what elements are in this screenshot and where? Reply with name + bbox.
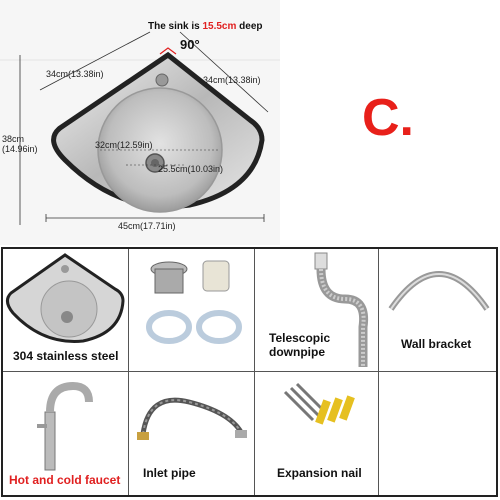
sink-icon	[6, 253, 125, 343]
depth-note: The sink is 15.5cm deep	[148, 21, 263, 32]
wall-bracket-icon	[388, 271, 490, 311]
downpipe-icon	[314, 252, 369, 367]
faucet-icon	[37, 381, 93, 471]
dim-inner-diameter: 25.5cm(10.03in)	[158, 164, 224, 174]
variant-label: C.	[362, 89, 414, 147]
drain-parts-icon	[146, 260, 242, 344]
angle-label: 90°	[180, 37, 200, 52]
dim-bowl-diameter: 32cm(12.59in)	[95, 140, 153, 150]
dim-width: 45cm(17.71in)	[118, 221, 176, 231]
item-wall-bracket: Wall bracket	[379, 249, 496, 372]
item-empty	[379, 372, 496, 495]
item-inlet-pipe: Inlet pipe	[129, 372, 255, 495]
dim-height-in: (14.96in)	[2, 144, 38, 154]
item-label: Wall bracket	[401, 337, 472, 351]
item-label: Hot and cold faucet	[9, 473, 121, 487]
expansion-nail-icon	[283, 382, 355, 425]
inlet-pipe-icon	[137, 397, 247, 440]
dim-height-cm: 38cm	[2, 134, 25, 144]
product-photo	[0, 0, 280, 245]
depth-value: 15.5cm	[202, 21, 237, 32]
item-faucet: Hot and cold faucet	[3, 372, 129, 495]
item-label: 304 stainless steel	[13, 349, 119, 363]
dim-right-edge: 34cm(13.38in)	[203, 75, 261, 85]
item-drain-parts	[129, 249, 255, 372]
item-label: Inlet pipe	[143, 466, 196, 480]
sink-illustration	[0, 0, 280, 245]
dim-left-edge: 34cm(13.38in)	[46, 69, 104, 79]
item-sink: 304 stainless steel	[3, 249, 129, 372]
item-expansion-nail: Expansion nail	[255, 372, 379, 495]
item-label: Expansion nail	[277, 466, 362, 480]
